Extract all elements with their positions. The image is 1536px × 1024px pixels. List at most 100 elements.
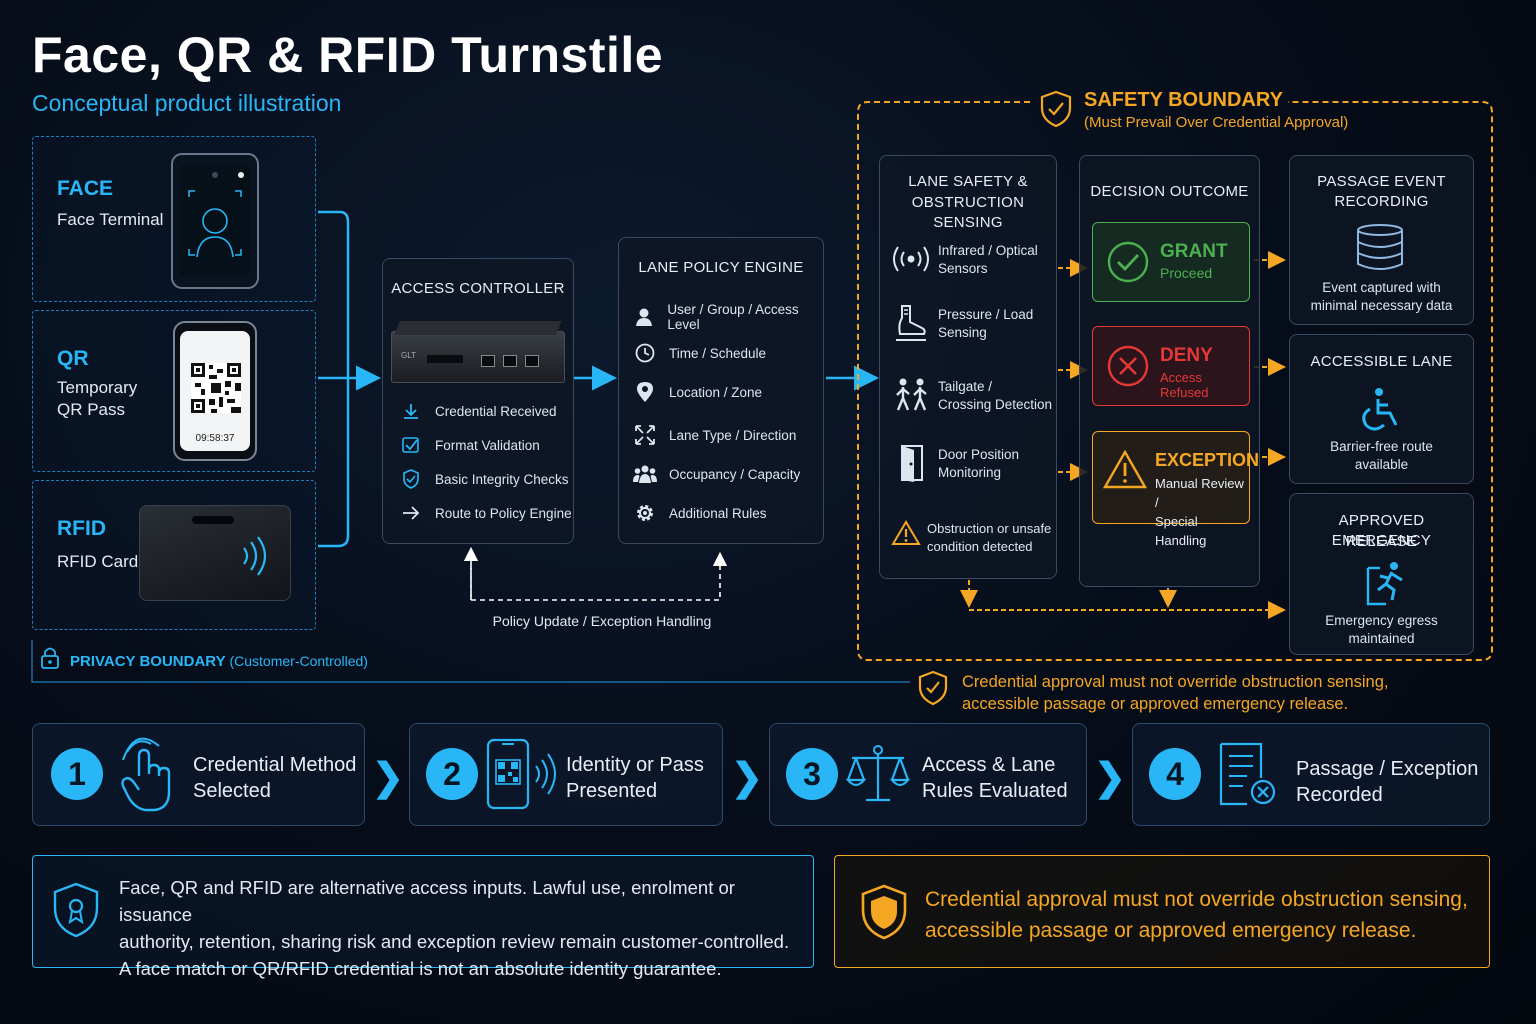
lane-safety-item: Pressure / Load Sensing xyxy=(938,306,1033,342)
privacy-boundary-note: (Customer-Controlled) xyxy=(229,653,368,669)
credential-rfid-desc: RFID Card xyxy=(57,552,139,571)
shield-badge-icon xyxy=(53,882,99,938)
access-controller-panel: ACCESS CONTROLLER GLT Credential Receive… xyxy=(382,258,574,544)
policy-item: Location / Zone xyxy=(633,380,762,404)
page-subtitle: Conceptual product illustration xyxy=(32,90,342,116)
accessible-lane-panel: ACCESSIBLE LANE Barrier-free route avail… xyxy=(1289,334,1474,484)
privacy-boundary-label: PRIVACY BOUNDARY (Customer-Controlled) xyxy=(70,653,368,670)
grant-label: GRANT xyxy=(1160,241,1228,262)
safety-notice: Credential approval must not override ob… xyxy=(834,855,1490,968)
step-2: 2 Identity or Pass Presented xyxy=(409,723,723,826)
step-number: 4 xyxy=(1149,748,1201,800)
policy-engine-panel: LANE POLICY ENGINE User / Group / Access… xyxy=(618,237,824,544)
controller-item-label: Format Validation xyxy=(435,437,540,453)
exception-sub: Manual Review / Special Handling xyxy=(1155,474,1249,550)
lane-safety-title-1: LANE SAFETY & xyxy=(908,173,1028,190)
step-number: 3 xyxy=(786,748,838,800)
step-text-line: Access & Lane xyxy=(922,754,1056,776)
decision-outcome-title: DECISION OUTCOME xyxy=(1090,183,1249,200)
chevron-right-icon: ❯ xyxy=(1094,757,1126,799)
step-4: 4 Passage / Exception Recorded xyxy=(1132,723,1490,826)
step-text-line: Rules Evaluated xyxy=(922,780,1068,802)
credential-qr-card[interactable]: QR Temporary QR Pass 09:58:37 xyxy=(32,310,316,472)
touch-hand-icon xyxy=(121,737,171,812)
accessible-desc: Barrier-free route available xyxy=(1290,438,1473,474)
controller-item-label: Route to Policy Engine xyxy=(435,505,572,521)
download-icon xyxy=(399,399,423,423)
emergency-desc-line: maintained xyxy=(1348,631,1415,646)
grant-sub: Proceed xyxy=(1160,265,1213,281)
exception-sub-line: Manual Review / xyxy=(1155,476,1244,510)
shield-icon xyxy=(861,884,907,940)
policy-item: Occupancy / Capacity xyxy=(633,462,800,486)
credential-rfid-card[interactable]: RFID RFID Card xyxy=(32,480,316,630)
credential-rfid-name: RFID xyxy=(57,517,106,540)
emergency-release-panel: APPROVED EMERGENCY RELEASE Emergency egr… xyxy=(1289,493,1474,655)
phone-qr-icon xyxy=(486,738,556,810)
policy-item: User / Group / Access Level xyxy=(633,302,823,332)
scales-icon xyxy=(845,745,911,802)
door-icon xyxy=(901,445,923,482)
credential-face-card[interactable]: FACE Face Terminal xyxy=(32,136,316,302)
safety-note-line: accessible passage or approved emergency… xyxy=(962,695,1349,713)
phone-time: 09:58:37 xyxy=(195,433,235,444)
passage-desc-line: minimal necessary data xyxy=(1310,298,1453,313)
lane-safety-item-line: Sensors xyxy=(938,261,988,276)
lane-safety-item-line: Tailgate / xyxy=(938,379,993,394)
emergency-exit-icon xyxy=(1366,562,1403,606)
lane-safety-item: Infrared / Optical Sensors xyxy=(938,242,1038,278)
check-square-icon xyxy=(399,433,423,457)
emergency-desc: Emergency egress maintained xyxy=(1290,612,1473,648)
credential-qr-desc-2: QR Pass xyxy=(57,400,126,419)
lock-icon xyxy=(41,647,59,669)
step-text-line: Identity or Pass xyxy=(566,754,704,776)
database-icon xyxy=(1357,224,1403,270)
obstruction-warning: Obstruction or unsafe condition detected xyxy=(927,520,1051,556)
rfid-card-icon xyxy=(139,505,291,601)
emergency-desc-line: Emergency egress xyxy=(1325,613,1438,628)
controller-item: Route to Policy Engine xyxy=(399,501,572,525)
feedback-label: Policy Update / Exception Handling xyxy=(492,613,712,629)
safety-notice-line: Credential approval must not override ob… xyxy=(925,888,1468,911)
chevron-right-icon: ❯ xyxy=(731,757,763,799)
safety-boundary-subtitle: (Must Prevail Over Credential Approval) xyxy=(1084,114,1349,131)
wheelchair-icon xyxy=(1362,388,1398,431)
passage-event-panel: PASSAGE EVENT RECORDING Event captured w… xyxy=(1289,155,1474,325)
step-text-line: Selected xyxy=(193,780,271,802)
phone-icon: 09:58:37 xyxy=(173,321,257,461)
step-text: Credential Method Selected xyxy=(193,752,356,804)
policy-item: Additional Rules xyxy=(633,501,767,525)
step-text-line: Presented xyxy=(566,780,658,802)
controller-item: Credential Received xyxy=(399,399,557,423)
controller-item: Format Validation xyxy=(399,433,540,457)
lane-safety-item-line: Crossing Detection xyxy=(938,397,1053,412)
warning-icon xyxy=(891,520,921,545)
arrow-right-icon xyxy=(399,501,423,525)
credential-face-name: FACE xyxy=(57,177,114,200)
deny-sub: Access Refused xyxy=(1160,370,1209,400)
lane-safety-item-line: Pressure / Load xyxy=(938,307,1034,322)
privacy-notice-line: A face match or QR/RFID credential is no… xyxy=(119,958,722,979)
tailgate-people-icon xyxy=(896,378,927,411)
document-x-icon xyxy=(1219,742,1276,806)
clock-icon xyxy=(633,341,657,365)
policy-item: Time / Schedule xyxy=(633,341,766,365)
passage-desc: Event captured with minimal necessary da… xyxy=(1290,279,1473,315)
lane-safety-item: Door Position Monitoring xyxy=(938,446,1019,482)
deny-label: DENY xyxy=(1160,345,1213,366)
privacy-notice-text: Face, QR and RFID are alternative access… xyxy=(119,874,813,982)
passage-desc-line: Event captured with xyxy=(1322,280,1441,295)
infrared-sensor-icon xyxy=(893,246,929,272)
privacy-notice-line: authority, retention, sharing risk and e… xyxy=(119,931,790,952)
step-1: 1 Credential Method Selected xyxy=(32,723,365,826)
step-text-line: Recorded xyxy=(1296,784,1383,806)
grant-outcome: GRANT Proceed xyxy=(1092,222,1250,302)
policy-item-label: User / Group / Access Level xyxy=(667,302,799,332)
safety-note-line: Credential approval must not override ob… xyxy=(962,673,1389,691)
policy-item-label: Lane Type / Direction xyxy=(669,427,797,443)
chevron-right-icon: ❯ xyxy=(372,757,404,799)
step-3: 3 Access & Lane Rules Evaluated xyxy=(769,723,1087,826)
step-text-line: Passage / Exception xyxy=(1296,758,1479,780)
accessible-title: ACCESSIBLE LANE xyxy=(1310,353,1453,370)
controller-device-icon: GLT xyxy=(391,321,565,383)
